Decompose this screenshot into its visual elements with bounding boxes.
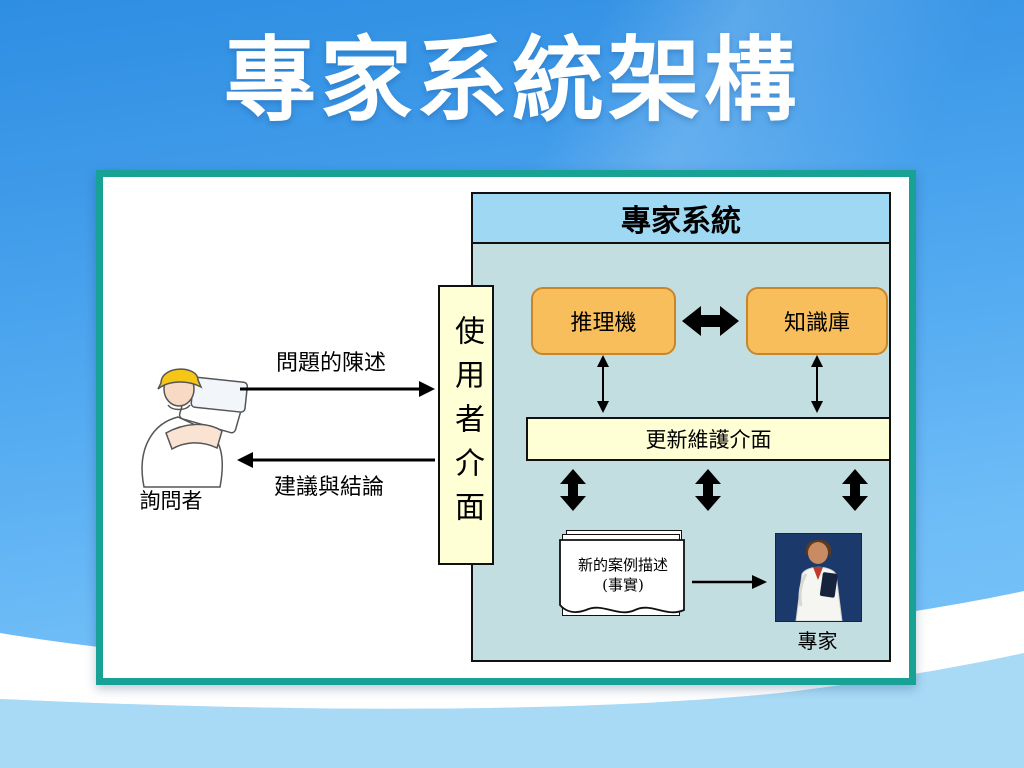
user-interface-box: 使用者介面	[438, 285, 494, 565]
inference-engine-label: 推理機	[570, 311, 637, 336]
conclusion-arrow-label: 建議與結論	[273, 475, 384, 500]
problem-arrow-label: 問題的陳述	[275, 351, 386, 376]
expert-photo-frame	[775, 533, 862, 622]
user-interface-label: 使用者介面	[449, 315, 484, 535]
inquirer-clipart	[141, 368, 249, 488]
update-interface-label: 更新維護介面	[645, 428, 772, 452]
case-document-front-page	[559, 539, 685, 614]
case-document-line2: (事實)	[602, 576, 644, 595]
diagram-frame: 專家系統 推理機 知識庫 更新維護介面 使用者介面	[96, 170, 916, 685]
knowledge-base-label: 知識庫	[783, 311, 850, 336]
expert-label: 專家	[797, 629, 838, 653]
page-title: 專家系統架構	[223, 27, 800, 134]
expert-clipart	[795, 539, 843, 621]
inference-engine-box: 推理機	[531, 287, 676, 355]
knowledge-base-box: 知識庫	[746, 287, 888, 355]
update-interface-box: 更新維護介面	[526, 417, 891, 461]
case-document-text: 新的案例描述 (事實)	[558, 555, 688, 596]
problem-arrow	[240, 381, 435, 397]
inquirer-label: 詢問者	[139, 489, 203, 513]
conclusion-arrow	[237, 452, 435, 468]
expert-system-title: 專家系統	[473, 194, 889, 244]
wave-lightblue-shape	[0, 653, 1024, 768]
case-document-line1: 新的案例描述	[577, 556, 668, 574]
